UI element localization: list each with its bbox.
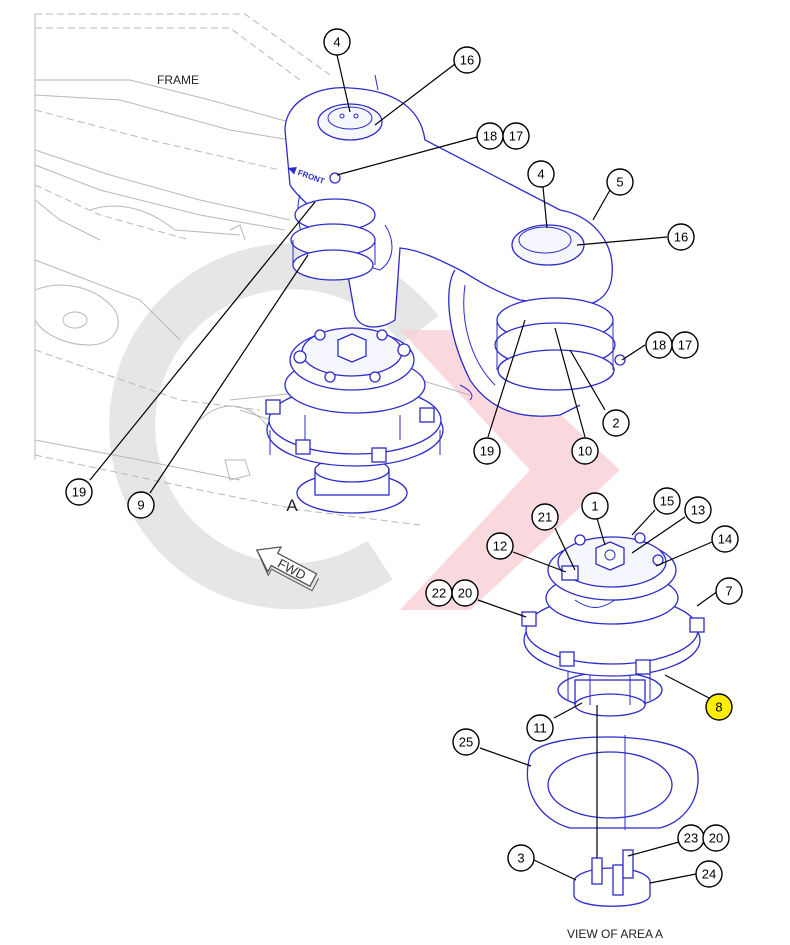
svg-text:1: 1: [591, 499, 598, 514]
svg-text:11: 11: [533, 721, 547, 736]
callout-a-20[interactable]: 20: [451, 579, 479, 607]
callout-mid-5[interactable]: 5: [606, 168, 634, 196]
svg-text:8: 8: [715, 700, 722, 715]
view-label: VIEW OF AREA A: [567, 927, 663, 941]
svg-text:22: 22: [432, 586, 446, 601]
callout-right-17[interactable]: 17: [671, 331, 699, 359]
callout-a-7[interactable]: 7: [715, 577, 743, 605]
svg-text:13: 13: [691, 503, 705, 518]
svg-text:4: 4: [333, 35, 340, 50]
svg-text:20: 20: [458, 586, 472, 601]
svg-text:19: 19: [480, 444, 494, 459]
svg-text:14: 14: [718, 532, 732, 547]
equalizer-bracket: [284, 74, 626, 417]
svg-text:19: 19: [72, 485, 86, 500]
callout-bot-2[interactable]: 2: [602, 409, 630, 437]
svg-text:24: 24: [702, 867, 716, 882]
callout-right-18[interactable]: 18: [645, 331, 673, 359]
svg-text:25: 25: [459, 735, 473, 750]
svg-text:12: 12: [493, 539, 507, 554]
area-a-label: A: [286, 496, 298, 515]
svg-text:2: 2: [612, 416, 619, 431]
callout-a-15[interactable]: 15: [653, 487, 681, 515]
callout-bot-19[interactable]: 19: [473, 437, 501, 465]
svg-text:10: 10: [578, 444, 592, 459]
svg-text:16: 16: [674, 230, 688, 245]
leader-lines: [89, 54, 719, 884]
callout-top-18[interactable]: 18: [476, 122, 504, 150]
callout-a-21[interactable]: 21: [531, 503, 559, 531]
area-a-detail: [521, 532, 705, 907]
callout-a-11[interactable]: 11: [526, 714, 554, 742]
svg-text:21: 21: [538, 510, 552, 525]
svg-text:5: 5: [616, 175, 623, 190]
callout-a-20b[interactable]: 20: [702, 824, 730, 852]
callout-a-13[interactable]: 13: [684, 496, 712, 524]
svg-text:3: 3: [517, 851, 524, 866]
left-hub-assembly: [265, 327, 444, 514]
svg-text:16: 16: [460, 53, 474, 68]
callout-top-17[interactable]: 17: [502, 122, 530, 150]
callout-bot-10[interactable]: 10: [571, 437, 599, 465]
callout-a-12[interactable]: 12: [486, 532, 514, 560]
callout-left-9[interactable]: 9: [127, 491, 155, 519]
callout-a-24[interactable]: 24: [695, 860, 723, 888]
svg-text:18: 18: [483, 129, 497, 144]
frame-label: FRAME: [157, 73, 199, 87]
svg-text:20: 20: [709, 831, 723, 846]
svg-text:4: 4: [537, 167, 544, 182]
callout-left-19[interactable]: 19: [65, 478, 93, 506]
callout-a-22[interactable]: 22: [425, 579, 453, 607]
callout-a-8-highlighted[interactable]: 8: [705, 693, 733, 721]
callout-a-3[interactable]: 3: [507, 844, 535, 872]
callout-top-16[interactable]: 16: [453, 46, 481, 74]
svg-text:23: 23: [684, 831, 698, 846]
svg-text:7: 7: [725, 584, 732, 599]
svg-text:15: 15: [660, 494, 674, 509]
svg-text:17: 17: [509, 129, 523, 144]
callout-mid-4[interactable]: 4: [527, 160, 555, 188]
callout-a-23[interactable]: 23: [677, 824, 705, 852]
svg-text:9: 9: [137, 498, 144, 513]
callout-a-25[interactable]: 25: [452, 728, 480, 756]
callout-top-4[interactable]: 4: [323, 28, 351, 56]
callout-a-14[interactable]: 14: [711, 525, 739, 553]
callout-mid-16[interactable]: 16: [667, 223, 695, 251]
svg-text:18: 18: [652, 338, 666, 353]
svg-text:17: 17: [678, 338, 692, 353]
callout-a-1[interactable]: 1: [581, 492, 609, 520]
